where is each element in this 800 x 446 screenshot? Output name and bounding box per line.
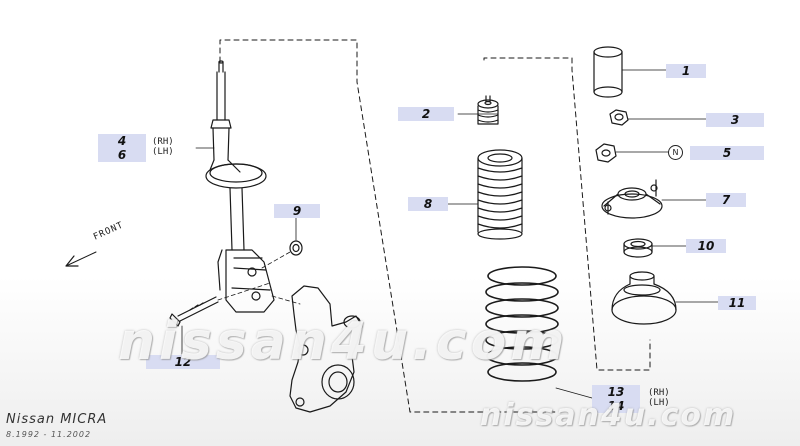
callout-8: 8: [408, 197, 448, 211]
callout-4-6-side-labels: (RH)(LH): [152, 137, 174, 157]
callout-5: 5: [690, 146, 764, 160]
strut-assembly-drawing: [205, 60, 275, 313]
callout-13-14-side-labels: (RH)(LH): [648, 388, 670, 408]
strut-mount-drawing: [601, 179, 663, 219]
callout-12: 12: [146, 355, 220, 369]
nut-3-drawing: [609, 109, 629, 126]
bearing-drawing: [623, 238, 653, 258]
leader-lines: [181, 69, 719, 399]
watermark-corner: nissan4u.com: [480, 398, 737, 433]
front-arrow: [65, 251, 97, 267]
nut-drawing: [261, 240, 303, 269]
bolt-drawing: [169, 282, 271, 327]
callout-2: 2: [398, 107, 454, 121]
cap-drawing: [593, 46, 623, 98]
production-dates: 8.1992 - 11.2002: [6, 430, 92, 439]
callout-3: 3: [706, 113, 764, 127]
callout-10: 10: [686, 239, 726, 253]
nut-5-drawing: [595, 143, 617, 163]
dashed-group-outlines: [219, 39, 651, 413]
bump-stop-drawing: [477, 95, 499, 125]
callout-7: 7: [706, 193, 746, 207]
spring-seat-drawing: [611, 271, 677, 325]
coil-spring-drawing: [485, 266, 559, 382]
knuckle-drawing: [271, 285, 363, 413]
callout-11: 11: [718, 296, 756, 310]
callout-5-mark: N: [668, 145, 683, 160]
callout-1: 1: [666, 64, 706, 78]
watermark-center: nissan4u.com: [118, 312, 569, 372]
dust-boot-drawing: [477, 149, 523, 240]
callout-9: 9: [274, 204, 320, 218]
model-name: Nissan MICRA: [6, 412, 108, 427]
